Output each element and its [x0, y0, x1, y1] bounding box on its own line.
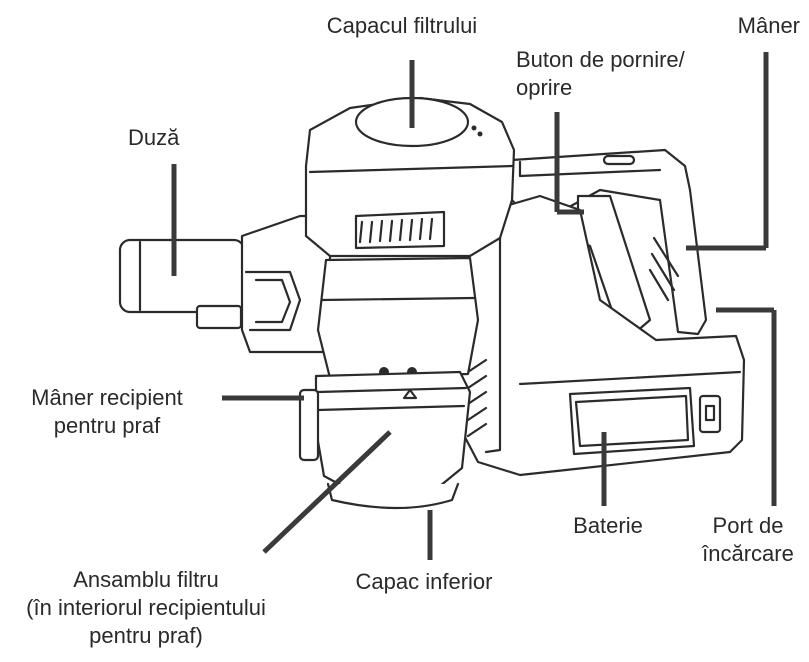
- filter-cover-part: [304, 96, 516, 258]
- label-handle: Mâner: [700, 12, 800, 40]
- label-charging-port-line1: Port de: [712, 513, 784, 538]
- label-filter-assembly-line1: Ansamblu filtru: [73, 567, 219, 592]
- label-dust-bin-handle: Mâner recipient pentru praf: [0, 384, 214, 440]
- label-dust-bin-handle-line1: Mâner recipient: [31, 385, 183, 410]
- leader-filter-assembly: [262, 430, 392, 554]
- label-charging-port: Port de încărcare: [690, 512, 806, 568]
- label-battery: Baterie: [560, 512, 656, 540]
- label-bottom-cover-text: Capac inferior: [355, 569, 493, 594]
- label-power-button: Buton de pornire/ oprire: [516, 46, 685, 102]
- label-filter-cover-text: Capacul filtrului: [326, 13, 478, 38]
- leader-lines: [171, 52, 777, 560]
- label-battery-text: Baterie: [573, 513, 643, 538]
- label-filter-assembly-line2: (în interiorul recipientului: [26, 595, 266, 620]
- label-power-button-line1: Buton de pornire/: [516, 47, 685, 72]
- label-nozzle-text: Duză: [128, 125, 180, 150]
- label-filter-assembly-line3: pentru praf): [89, 623, 203, 648]
- nozzle-part: [118, 238, 246, 330]
- label-nozzle: Duză: [128, 124, 179, 152]
- label-handle-text: Mâner: [737, 13, 800, 38]
- label-filter-cover: Capacul filtrului: [302, 12, 502, 40]
- label-bottom-cover: Capac inferior: [324, 568, 524, 596]
- label-charging-port-line2: încărcare: [702, 541, 794, 566]
- label-dust-bin-handle-line2: pentru praf: [53, 413, 161, 438]
- motor-body: [454, 194, 746, 477]
- dust-chamber: [316, 256, 480, 380]
- label-filter-assembly: Ansamblu filtru (în interiorul recipient…: [0, 566, 292, 650]
- label-power-button-line2: oprire: [516, 75, 573, 100]
